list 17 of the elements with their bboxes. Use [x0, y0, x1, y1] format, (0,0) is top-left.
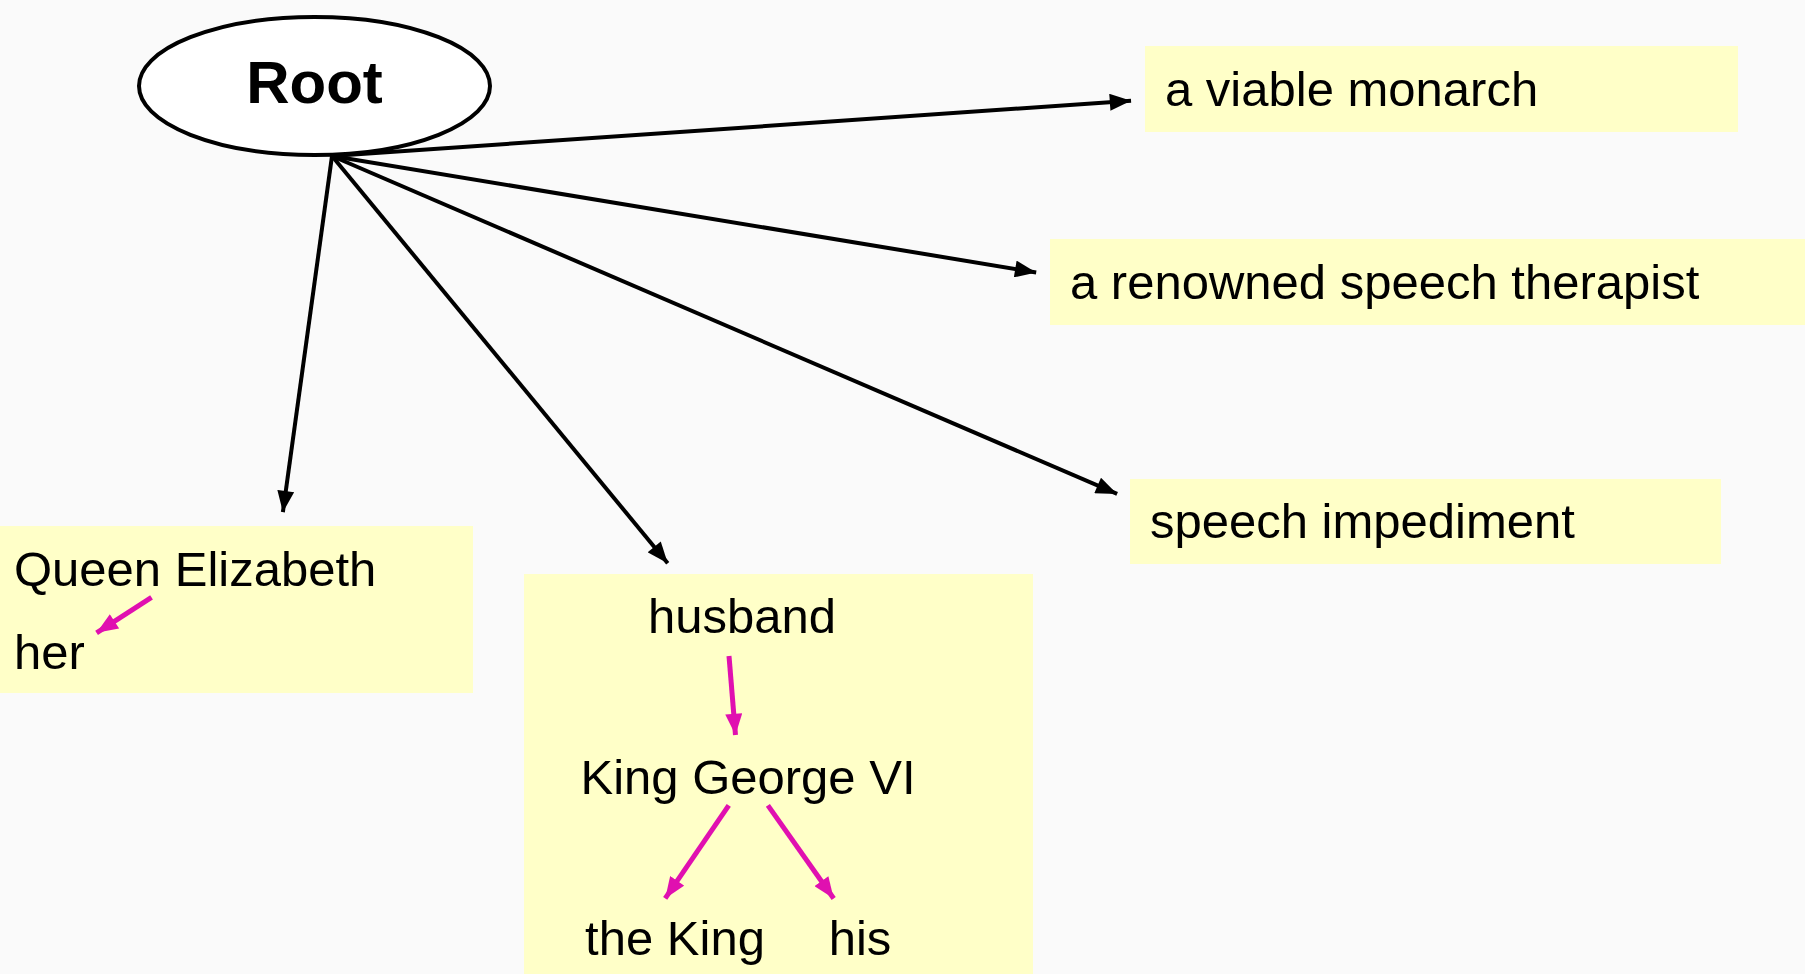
text-box: a viable monarch — [1145, 46, 1738, 132]
word-label: husband — [648, 588, 836, 645]
arrow — [663, 803, 731, 900]
word-label: the King — [585, 910, 765, 967]
word-label: Queen Elizabeth — [14, 541, 377, 598]
arrow — [765, 803, 836, 900]
word-label: her — [14, 624, 85, 681]
arrow — [277, 155, 334, 513]
text-box: speech impediment — [1130, 479, 1721, 564]
node-label: Root — [246, 48, 383, 118]
arrow — [95, 595, 153, 635]
highlight-box — [524, 574, 1033, 974]
text-box: a renowned speech therapist — [1050, 239, 1805, 325]
arrow — [725, 655, 743, 736]
word-label: King George VI — [580, 749, 916, 806]
word-label: his — [828, 910, 892, 967]
highlight-box — [0, 526, 473, 693]
